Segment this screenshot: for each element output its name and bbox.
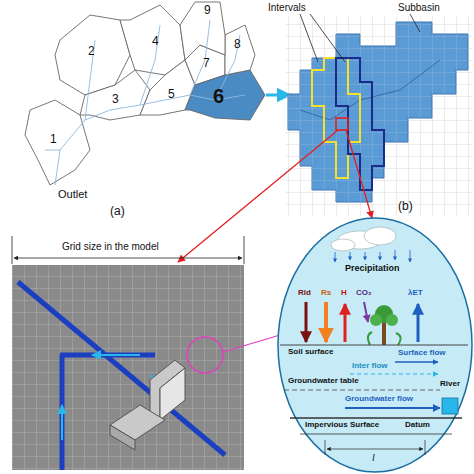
subbasin-number: 7 — [203, 57, 210, 70]
subbasin-number: 9 — [204, 4, 211, 17]
groundwater-table-label: Groundwater table — [288, 377, 359, 386]
panel-label: (a) — [110, 205, 125, 218]
intervals-label: Intervals — [268, 2, 306, 13]
soil-surface-label: Soil surface — [288, 348, 333, 357]
subbasin-number: 1 — [50, 133, 57, 146]
evapotranspiration-label: λET — [408, 289, 423, 298]
impervious-surface-label: Impervious Surface — [305, 421, 379, 430]
inter-flow-label: Inter flow — [352, 362, 388, 371]
datum-label: Datum — [405, 421, 430, 430]
subbasin-number: 3 — [112, 93, 119, 106]
heat-flux-label: H — [341, 289, 347, 298]
subbasin-number: 6 — [213, 85, 224, 107]
subbasin-number: 2 — [88, 45, 95, 58]
precipitation-label: Precipitation — [345, 264, 400, 274]
subbasin-number: 8 — [234, 38, 241, 51]
length-label: l — [371, 452, 376, 463]
grid-size-label: Grid size in the model — [62, 241, 159, 252]
subbasin-label: Subbasin — [398, 2, 440, 13]
subbasin-number: 5 — [168, 88, 175, 101]
groundwater-flow-label: Groundwater flow — [345, 395, 413, 404]
outlet-label: Outlet — [58, 188, 87, 200]
panel-label: (b) — [398, 200, 413, 213]
radiation-label: Rs — [321, 289, 331, 298]
river-label: River — [440, 380, 460, 389]
subbasin-number: 4 — [152, 35, 159, 48]
co2-label: CO₂ — [356, 289, 372, 298]
radiation-label: Rld — [298, 289, 311, 298]
surface-flow-label: Surface flow — [398, 349, 446, 358]
